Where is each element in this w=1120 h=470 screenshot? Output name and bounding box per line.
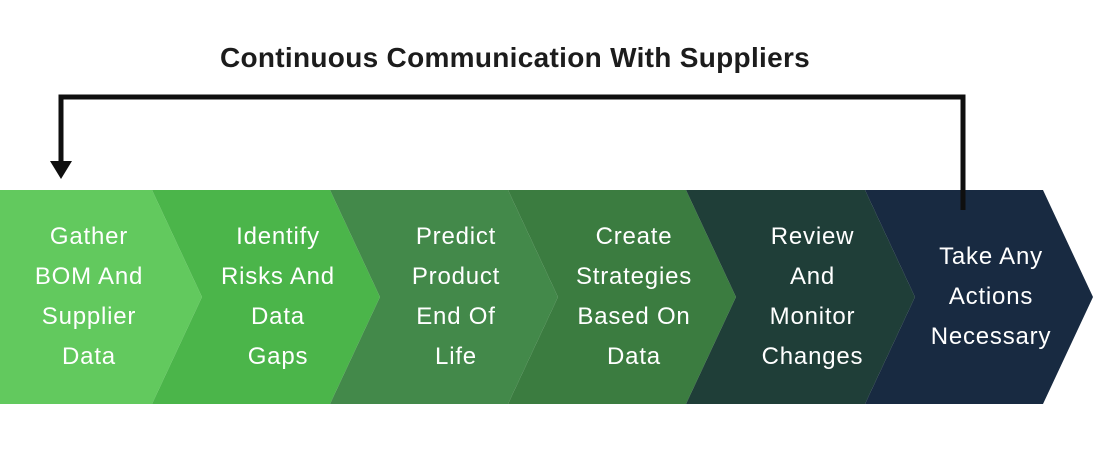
label-line: Identify [236, 223, 320, 250]
label-line: Data [62, 343, 116, 370]
label-line: Risks And [221, 263, 335, 290]
diagram-title: Continuous Communication With Suppliers [219, 42, 811, 73]
chevron-label: Predict Product End Of Life [330, 190, 558, 404]
label-line: BOM And [34, 263, 144, 290]
feedback-arrowhead-icon [50, 161, 72, 179]
label-line: Gather [49, 223, 129, 250]
label-line: Monitor [769, 303, 856, 330]
label-line: Actions [948, 283, 1034, 310]
label-line: Gaps [247, 343, 309, 370]
label-line: Create [595, 223, 673, 250]
label-line: Take Any [939, 243, 1043, 270]
process-band: Gather BOM And Supplier Data Identify Ri… [0, 190, 1120, 404]
chevron-label: Gather BOM And Supplier Data [0, 190, 202, 404]
label-line: Data [607, 343, 661, 370]
label-line: Necessary [930, 323, 1052, 350]
label-line: Review [770, 223, 855, 250]
label-line: Life [435, 343, 477, 370]
chevron-step-1: Gather BOM And Supplier Data [0, 190, 202, 404]
chevron-label: Create Strategies Based On Data [508, 190, 736, 404]
label-line: End Of [416, 303, 496, 330]
label-line: Based On [577, 303, 691, 330]
chevron-label: Identify Risks And Data Gaps [152, 190, 380, 404]
chevron-label: Take Any Actions Necessary [865, 190, 1093, 404]
label-line: And [789, 263, 836, 290]
label-line: Data [251, 303, 305, 330]
chevron-label: Review And Monitor Changes [686, 190, 915, 404]
label-line: Supplier [41, 303, 137, 330]
label-line: Product [411, 263, 501, 290]
label-line: Predict [415, 223, 497, 250]
label-line: Changes [761, 343, 864, 370]
label-line: Strategies [575, 263, 693, 290]
